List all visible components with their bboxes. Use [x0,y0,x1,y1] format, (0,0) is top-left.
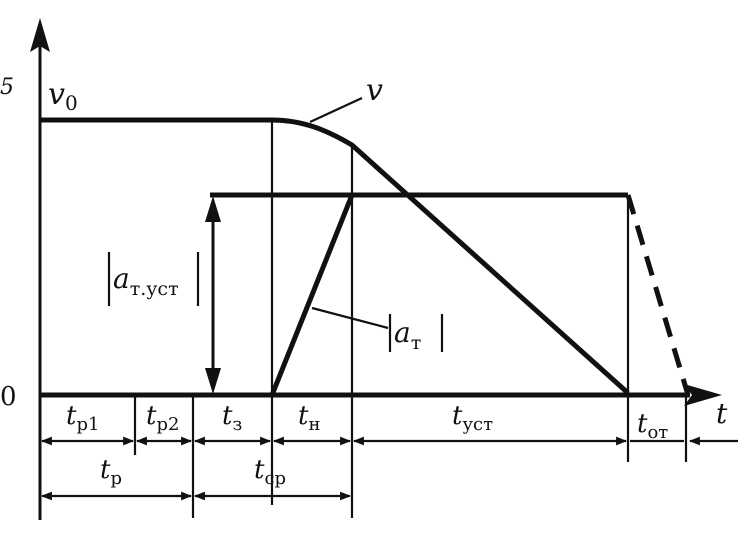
vertical-axis-arrow [30,18,50,52]
tp-label: tр [100,455,122,489]
tust-label: tуст [452,401,493,435]
release-dashed-line [625,194,691,396]
arrow-head-down [205,368,221,394]
v0-label: v0 [48,77,78,115]
zero-label: 0 [0,382,17,412]
steady-deceleration-label: aт.уст [107,252,200,306]
tsr-label: tср [254,455,286,489]
arrow-head-up [205,196,221,222]
tp1-label: tр1 [66,401,99,435]
time-axis-arrow [684,384,722,406]
svg-text:aт.уст: aт.уст [113,262,179,300]
deceleration-curve [269,192,628,396]
t3-label: tз [222,401,242,435]
tp2-label: tр2 [146,401,179,435]
v-label: v [366,73,383,108]
speed-curve [40,117,630,395]
deceleration-label: aт [388,314,444,354]
tot-label: tот [637,409,668,443]
edge-mark-label: 5 [0,75,14,100]
deceleration-leader [311,306,389,330]
svg-text:aт: aт [394,316,421,354]
tn-label: tн [298,401,320,435]
speed-curve-leader [309,97,363,123]
t-axis-label: t [716,397,728,430]
